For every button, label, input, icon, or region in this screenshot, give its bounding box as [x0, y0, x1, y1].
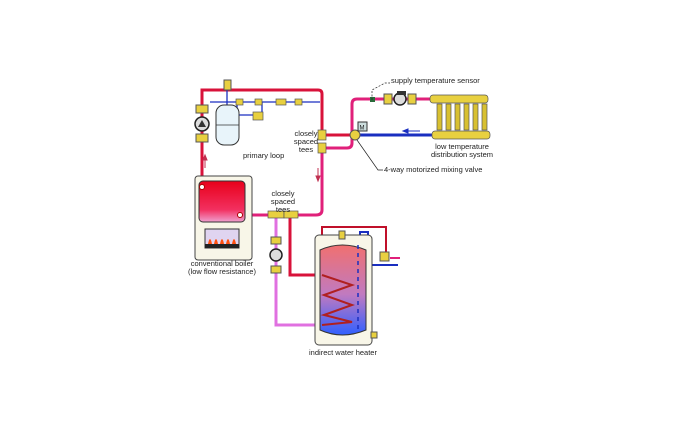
label-mixing-valve: 4-way motorized mixing valve	[384, 165, 482, 174]
sensor-leader	[371, 82, 390, 100]
distribution-pipes	[326, 97, 432, 150]
label-boiler-1: conventional boiler	[191, 259, 254, 268]
label-distribution-2: distribution system	[431, 150, 493, 159]
air-vent	[223, 79, 232, 91]
distribution-pump	[383, 91, 417, 106]
flame-icon	[208, 239, 236, 244]
flow-arrows	[202, 128, 420, 183]
label-tees-upper-3: tees	[299, 145, 313, 154]
mixing-valve: M	[349, 121, 368, 141]
label-boiler-2: (low flow resistance)	[188, 267, 256, 276]
label-tees-lower-2: spaced	[271, 197, 295, 206]
label-tees-upper-1: closely	[295, 129, 318, 138]
label-tees-upper-2: spaced	[294, 137, 318, 146]
label-primary-loop: primary loop	[243, 151, 284, 160]
label-distribution-1: low temperature	[435, 142, 489, 151]
conventional-boiler	[194, 175, 253, 261]
supply-sensor	[370, 97, 375, 102]
primary-loop-pipes	[200, 88, 324, 217]
valve-leader	[356, 139, 383, 171]
motor-label: M	[360, 126, 365, 132]
label-water-heater: indirect water heater	[309, 348, 377, 357]
label-tees-lower-3: tees	[276, 205, 290, 214]
closely-spaced-tees-lower	[267, 210, 299, 219]
label-supply-sensor: supply temperature sensor	[391, 76, 480, 85]
fill-valves	[235, 98, 303, 121]
label-tees-lower-1: closely	[272, 189, 295, 198]
primary-pump	[194, 104, 210, 143]
closely-spaced-tees-upper	[317, 129, 327, 154]
manifold	[429, 94, 491, 140]
expansion-tank	[215, 104, 240, 146]
indirect-water-heater	[314, 230, 390, 346]
dhw-pump	[269, 236, 283, 274]
